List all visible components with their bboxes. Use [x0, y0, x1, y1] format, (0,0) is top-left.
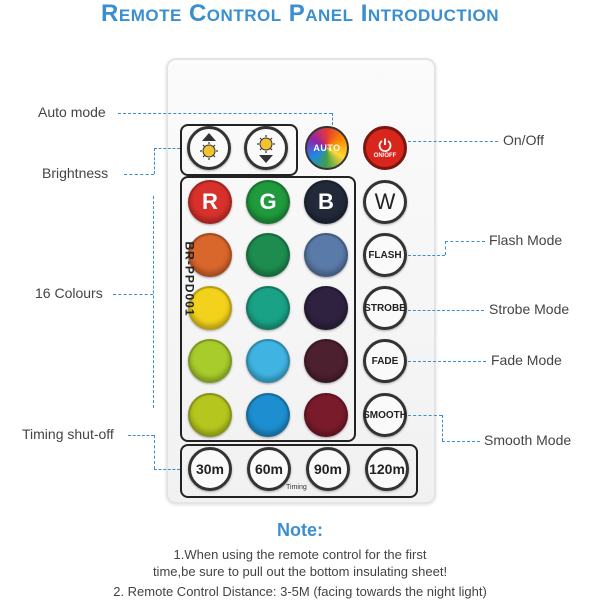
white-button-label: W [374, 189, 396, 214]
callout-auto-mode: Auto mode [38, 104, 106, 120]
timer-label: 90m [313, 461, 343, 477]
timing-label: Timing [286, 484, 307, 491]
auto-button-label: AUTO [313, 143, 341, 153]
colour-button-r2c1[interactable] [188, 233, 232, 277]
leader-fade [408, 361, 486, 362]
colour-button-r5c1[interactable] [188, 393, 232, 437]
callout-strobe: Strobe Mode [489, 301, 570, 317]
green-button[interactable]: G [246, 180, 290, 224]
colour-group-frame [180, 176, 356, 442]
callout-brightness: Brightness [42, 165, 109, 181]
leader-auto-mode [118, 113, 332, 114]
note-line-2: time,be sure to pull out the bottom insu… [152, 564, 448, 579]
colour-button-r4c1[interactable] [188, 339, 232, 383]
timer-60m-button[interactable]: 60m [247, 447, 291, 491]
brightness-up-icon [200, 133, 218, 160]
blue-button-label: B [318, 189, 334, 214]
timer-label: 120m [369, 461, 405, 477]
leader-brightness-end [154, 148, 180, 149]
fade-button-label: FADE [371, 355, 399, 367]
leader-on-off [408, 141, 498, 142]
colour-button-r4c3[interactable] [304, 339, 348, 383]
leader-timing [128, 435, 154, 436]
red-button[interactable]: R [188, 180, 232, 224]
leader-strobe [408, 310, 484, 311]
smooth-button-label: SMOOTH [363, 409, 407, 421]
leader-brightness-rise [154, 148, 155, 174]
leader-flash [445, 241, 485, 242]
callout-flash: Flash Mode [489, 232, 563, 248]
leader-colours-bracket [153, 196, 154, 408]
strobe-button-label: STROBE [364, 302, 406, 314]
model-number: BR-PPD001 [182, 241, 197, 317]
callout-colours: 16 Colours [35, 285, 103, 301]
colour-button-r3c3[interactable] [304, 286, 348, 330]
note-line-1: 1.When using the remote control for the … [173, 547, 427, 562]
leader-auto-mode-drop [332, 113, 333, 125]
leader-smooth-end [408, 415, 442, 416]
strobe-mode-button[interactable]: STROBE [363, 286, 407, 330]
flash-mode-button[interactable]: FLASH [363, 233, 407, 277]
leader-smooth-rise [442, 415, 443, 441]
timer-120m-button[interactable]: 120m [365, 447, 409, 491]
colour-button-r3c1[interactable] [188, 286, 232, 330]
note-title: Note: [277, 520, 323, 540]
callout-smooth: Smooth Mode [484, 432, 572, 448]
smooth-mode-button[interactable]: SMOOTH [363, 393, 407, 437]
green-button-label: G [259, 189, 277, 214]
leader-flash-drop [445, 241, 446, 255]
power-button-label: ON/OFF [373, 153, 397, 159]
flash-button-label: FLASH [368, 249, 402, 261]
leader-brightness [124, 174, 154, 175]
brightness-group-frame [180, 124, 298, 176]
timer-group-frame [180, 444, 418, 498]
colour-button-r5c3[interactable] [304, 393, 348, 437]
callout-on-off: On/Off [503, 132, 544, 148]
callout-fade: Fade Mode [491, 352, 562, 368]
page-title: Remote Control Panel Introduction [101, 0, 499, 27]
leader-timing-drop [154, 435, 155, 469]
leader-colours [113, 294, 153, 295]
timer-30m-button[interactable]: 30m [188, 447, 232, 491]
note-line-3: 2. Remote Control Distance: 3-5M (facing… [113, 584, 487, 599]
fade-mode-button[interactable]: FADE [363, 339, 407, 383]
brightness-up-button[interactable] [187, 126, 231, 170]
colour-button-r4c2[interactable] [246, 339, 290, 383]
timer-label: 60m [254, 461, 284, 477]
colour-button-r5c2[interactable] [246, 393, 290, 437]
brightness-down-button[interactable] [244, 126, 288, 170]
timer-label: 30m [195, 461, 225, 477]
white-button[interactable]: W [363, 180, 407, 224]
power-button[interactable]: ON/OFF [363, 126, 407, 170]
colour-button-r2c2[interactable] [246, 233, 290, 277]
power-icon [378, 138, 392, 152]
brightness-down-icon [257, 135, 275, 163]
leader-smooth [442, 441, 480, 442]
leader-timing-end [154, 469, 180, 470]
callout-timing: Timing shut-off [22, 426, 114, 442]
leader-flash-end [408, 255, 445, 256]
colour-button-r2c3[interactable] [304, 233, 348, 277]
auto-mode-button[interactable]: AUTO [305, 126, 349, 170]
colour-button-r3c2[interactable] [246, 286, 290, 330]
red-button-label: R [202, 189, 218, 214]
blue-button[interactable]: B [304, 180, 348, 224]
timer-90m-button[interactable]: 90m [306, 447, 350, 491]
